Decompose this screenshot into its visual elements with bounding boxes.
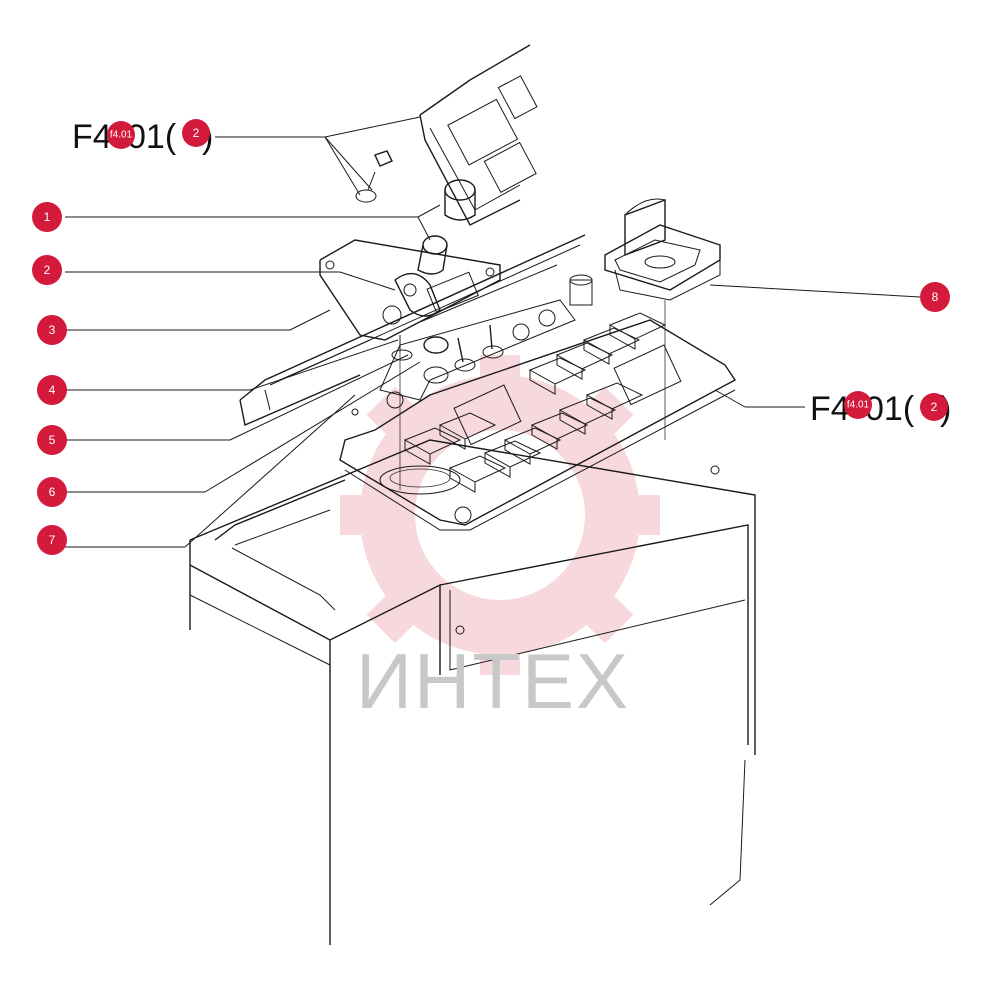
leader-lines <box>65 116 921 548</box>
callout-marker <box>37 375 67 405</box>
callout-2[interactable]: 2 <box>32 255 62 285</box>
callout-number: 8 <box>932 290 939 304</box>
page-badge <box>844 391 872 419</box>
callout-number: 4 <box>49 383 56 397</box>
callout-marker <box>32 202 62 232</box>
ref-suffix: 01( <box>127 118 177 156</box>
callout-1[interactable]: 1 <box>32 202 62 232</box>
callout-marker <box>37 425 67 455</box>
screw-part <box>355 150 393 203</box>
lighter-parts <box>394 179 476 317</box>
callout-7[interactable]: 7 <box>37 525 67 555</box>
ref-prefix: F4 <box>810 390 850 428</box>
toggle-switches <box>379 264 593 409</box>
item-badge <box>920 393 948 421</box>
callout-6[interactable]: 6 <box>37 477 67 507</box>
callout-4[interactable]: 4 <box>37 375 67 405</box>
callout-number: 2 <box>44 263 51 277</box>
callout-8[interactable]: 8 <box>920 282 950 312</box>
cabinet-body <box>189 439 756 945</box>
callout-marker <box>37 477 67 507</box>
callout-number: 1 <box>44 210 51 224</box>
callout-number: 6 <box>49 485 56 499</box>
callout-5[interactable]: 5 <box>37 425 67 455</box>
rocker-switches <box>403 312 667 493</box>
page-badge-text: f4.01 <box>847 400 870 411</box>
callout-marker <box>920 282 950 312</box>
display-module <box>419 44 538 226</box>
page-badge-text: f4.01 <box>110 130 133 141</box>
callout-number: 7 <box>49 533 56 547</box>
callout-marker <box>32 255 62 285</box>
watermark-text: ИНТЕХ <box>356 637 630 725</box>
mounting-bracket <box>319 239 501 341</box>
switch-panel <box>339 319 737 635</box>
page-badge <box>107 121 135 149</box>
page-reference-right[interactable]: F4 01( ) f4.01 2 <box>810 390 951 428</box>
console-housing <box>239 234 586 426</box>
item-badge <box>182 119 210 147</box>
callout-marker <box>37 315 67 345</box>
callout-3[interactable]: 3 <box>37 315 67 345</box>
page-reference-top[interactable]: F4 01( ) f4.01 2 <box>72 118 213 156</box>
ref-prefix: F4 <box>72 118 112 156</box>
callout-number: 5 <box>49 433 56 447</box>
callout-marker <box>37 525 67 555</box>
ref-suffix: 01( <box>865 390 915 428</box>
cup-holder-part <box>604 198 721 301</box>
item-badge-text: 2 <box>193 126 200 140</box>
item-badge-text: 2 <box>931 400 938 414</box>
callout-number: 3 <box>49 323 56 337</box>
